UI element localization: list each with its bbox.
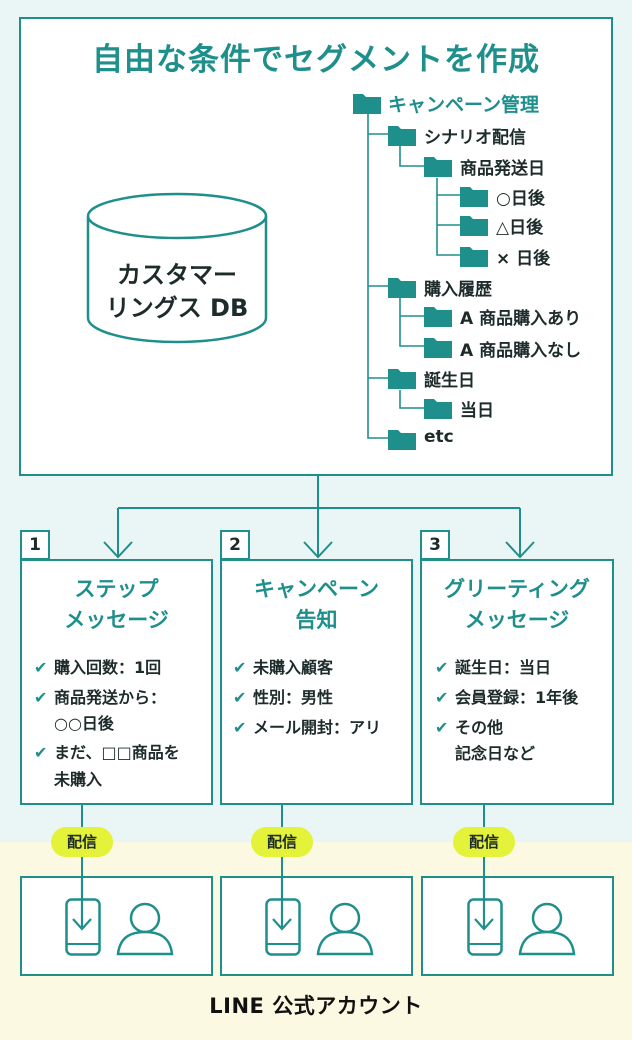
- person-icon: [316, 902, 374, 956]
- tree-day-circle-label: ○日後: [496, 189, 545, 209]
- check-icon: ✔: [34, 658, 48, 677]
- card-1-item-2-cont: ○○日後: [54, 714, 114, 733]
- folder-icon: [460, 187, 488, 207]
- tree-root-label: キャンペーン管理: [388, 94, 540, 116]
- folder-icon: [424, 307, 452, 327]
- db-label-line1: カスタマー: [117, 261, 237, 289]
- card-3-item-1: ✔誕生日：当日: [435, 654, 551, 682]
- card-number-2: 2: [220, 530, 250, 560]
- card-number-3: 3: [420, 530, 450, 560]
- card-step-message: [20, 559, 213, 805]
- person-icon: [116, 902, 174, 956]
- tree-day-triangle-label: △日後: [496, 218, 544, 238]
- card-2-title-line1: キャンペーン: [254, 577, 379, 601]
- card-3-title-line1: グリーティング: [444, 577, 590, 601]
- check-icon: ✔: [435, 718, 449, 737]
- check-icon: ✔: [435, 688, 449, 707]
- check-icon: ✔: [233, 718, 247, 737]
- folder-icon: [424, 399, 452, 419]
- page-title: 自由な条件でセグメントを作成: [92, 42, 540, 78]
- card-campaign-notice: [220, 559, 413, 805]
- tree-day-cross-label: × 日後: [496, 249, 551, 269]
- check-icon: ✔: [34, 688, 48, 707]
- card-3-item-3-cont: 記念日など: [455, 744, 536, 763]
- folder-icon: [388, 369, 416, 389]
- distribution-arrows: [103, 476, 535, 559]
- card-2-item-1: ✔未購入顧客: [233, 654, 333, 682]
- check-icon: ✔: [233, 688, 247, 707]
- tree-purchased-label: A 商品購入あり: [460, 309, 582, 329]
- recipient-box-2: [220, 876, 413, 976]
- recipient-box-1: [20, 876, 213, 976]
- card-number-1: 1: [20, 530, 50, 560]
- folder-icon: [388, 126, 416, 146]
- tree-not-purchased-label: A 商品購入なし: [460, 341, 582, 361]
- folder-icon: [424, 157, 452, 177]
- tree-connectors: [367, 112, 460, 439]
- delivery-badge-3: 配信: [453, 827, 515, 857]
- database-icon: [86, 192, 268, 344]
- folder-icon: [424, 338, 452, 358]
- card-2-title-line2: 告知: [295, 608, 338, 632]
- smartphone-icon: [467, 878, 503, 956]
- card-1-title-line2: メッセージ: [64, 608, 169, 632]
- folder-icon: [460, 247, 488, 267]
- card-greeting-message: [420, 559, 614, 805]
- smartphone-icon: [65, 878, 101, 956]
- card-3-item-2: ✔会員登録：1年後: [435, 684, 578, 712]
- tree-same-day-label: 当日: [460, 401, 494, 421]
- tree-scenario-label: シナリオ配信: [424, 128, 526, 148]
- card-1-item-3-cont: 未購入: [54, 770, 103, 789]
- tree-birthday-label: 誕生日: [424, 371, 475, 391]
- card-1-item-1: ✔購入回数：1回: [34, 654, 161, 682]
- footer-line-official-account: LINE 公式アカウント: [209, 994, 423, 1018]
- tree-shipping-label: 商品発送日: [460, 159, 545, 179]
- tree-purchase-history-label: 購入履歴: [424, 280, 492, 300]
- card-2-item-3: ✔メール開封：アリ: [233, 714, 381, 742]
- card-2-item-2: ✔性別：男性: [233, 684, 333, 712]
- folder-icon: [353, 94, 381, 114]
- folder-icon: [460, 216, 488, 236]
- check-icon: ✔: [233, 658, 247, 677]
- card-3-item-3: ✔その他: [435, 714, 503, 742]
- delivery-badge-2: 配信: [251, 827, 313, 857]
- tree-etc-label: etc: [424, 427, 454, 447]
- smartphone-icon: [265, 878, 301, 956]
- db-label-line2: リングス DB: [105, 294, 249, 322]
- card-1-title-line1: ステップ: [74, 577, 159, 601]
- person-icon: [518, 902, 576, 956]
- delivery-badge-1: 配信: [51, 827, 113, 857]
- folder-icon: [388, 430, 416, 450]
- folder-icon: [388, 278, 416, 298]
- recipient-box-3: [421, 876, 614, 976]
- card-3-title-line2: メッセージ: [464, 608, 570, 632]
- card-1-item-3: ✔まだ、□□商品を: [34, 739, 180, 767]
- check-icon: ✔: [435, 658, 449, 677]
- check-icon: ✔: [34, 743, 48, 762]
- card-1-item-2: ✔商品発送から：: [34, 684, 166, 712]
